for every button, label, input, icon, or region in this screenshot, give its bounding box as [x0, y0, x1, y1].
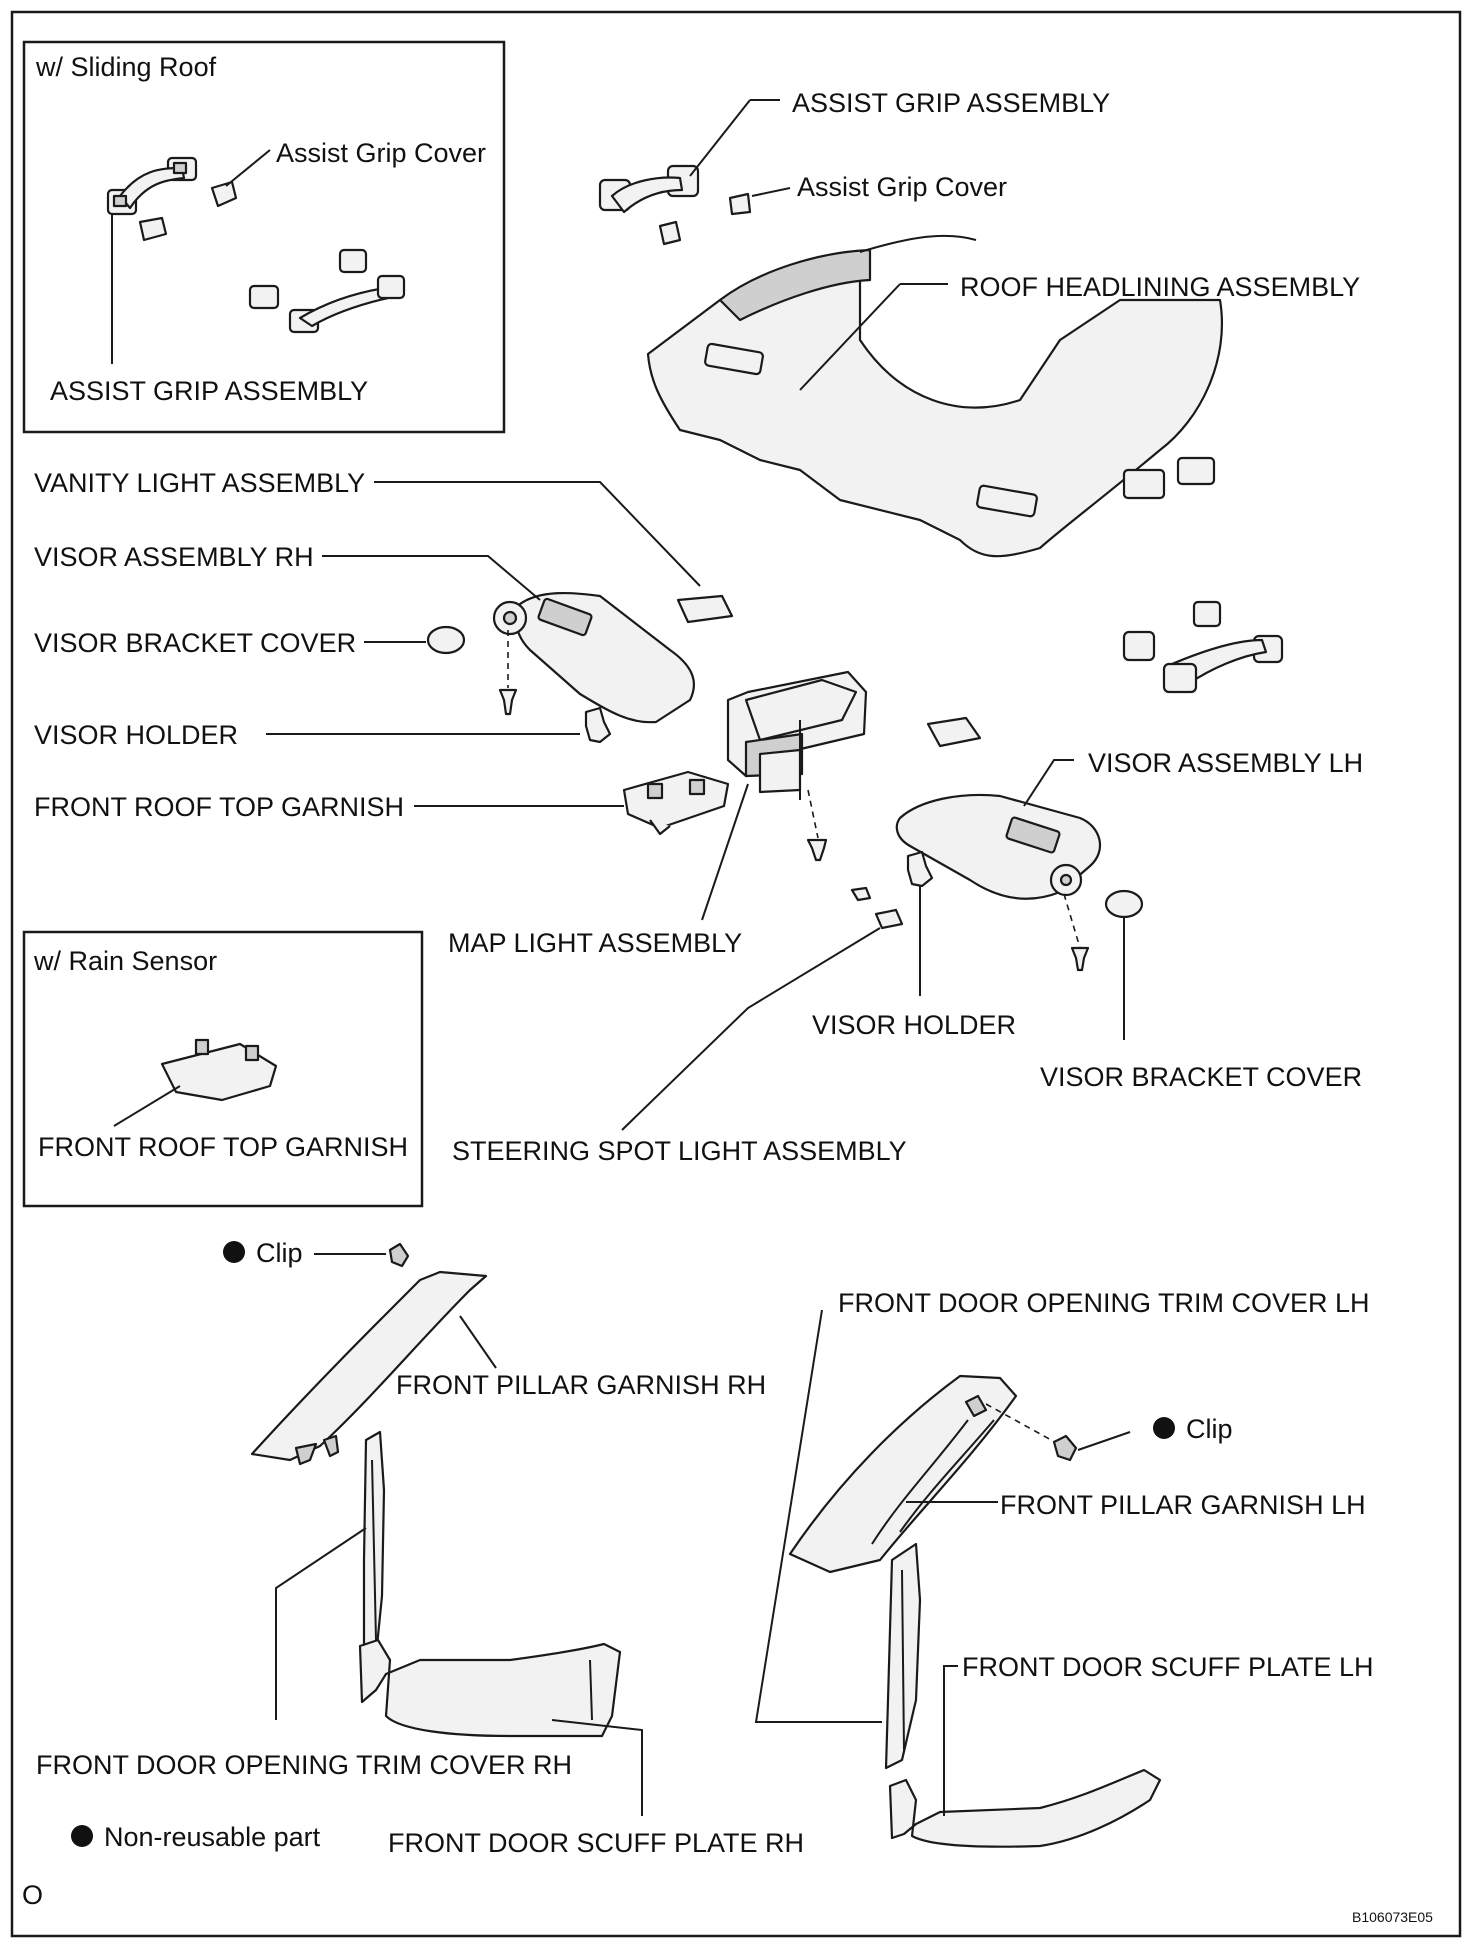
front-door-opening-trim-cover-rh-shape: [362, 1430, 386, 1662]
roof-headlining-shape: [646, 234, 1224, 558]
rain-sensor-title: w/ Rain Sensor: [33, 946, 217, 976]
sliding-roof-inset: w/ Sliding Roof Assist Grip Cover ASSIST…: [22, 40, 506, 434]
label-assist-grip-cover: Assist Grip Cover: [797, 172, 1007, 202]
front-pillar-garnish-lh-shape: [788, 1374, 1018, 1574]
grip-cover-icon: [210, 180, 238, 208]
assist-grip-top: [598, 164, 752, 246]
label-visor-bracket-cover-lh: VISOR BRACKET COVER: [1040, 1062, 1362, 1092]
visor-bracket-cover-icon: [426, 625, 466, 655]
front-door-scuff-plate-lh-shape: [888, 1768, 1162, 1848]
screw-icon: [498, 688, 518, 716]
page-frame: [10, 10, 1462, 1938]
label-front-pillar-garnish-rh: FRONT PILLAR GARNISH RH: [396, 1370, 766, 1400]
label-box-front-roof-top-garnish: FRONT ROOF TOP GARNISH: [38, 1132, 408, 1162]
label-vanity-light-assembly: VANITY LIGHT ASSEMBLY: [34, 468, 365, 498]
label-front-pillar-garnish-lh: FRONT PILLAR GARNISH LH: [1000, 1490, 1366, 1520]
label-steering-spot-light-assembly: STEERING SPOT LIGHT ASSEMBLY: [452, 1136, 907, 1166]
label-map-light-assembly: MAP LIGHT ASSEMBLY: [448, 928, 742, 958]
non-reusable-bullet: [223, 1241, 245, 1263]
sliding-roof-title: w/ Sliding Roof: [35, 52, 217, 82]
front-pillar-garnish-rh-shape: [250, 1270, 488, 1466]
label-front-door-scuff-plate-lh: FRONT DOOR SCUFF PLATE LH: [962, 1652, 1374, 1682]
label-clip-rh: Clip: [256, 1238, 303, 1268]
label-box-assist-grip-assembly: ASSIST GRIP ASSEMBLY: [50, 376, 368, 406]
label-visor-assembly-rh: VISOR ASSEMBLY RH: [34, 542, 314, 572]
non-reusable-bullet: [1153, 1417, 1175, 1439]
front-door-scuff-plate-rh-shape: [358, 1638, 622, 1738]
grip-cover-icon: [138, 216, 168, 242]
label-front-door-opening-trim-cover-rh: FRONT DOOR OPENING TRIM COVER RH: [36, 1750, 572, 1780]
figure-code: B106073E05: [1352, 1909, 1433, 1925]
small-light-icon: [926, 716, 982, 748]
label-front-door-opening-trim-cover-lh: FRONT DOOR OPENING TRIM COVER LH: [838, 1288, 1370, 1318]
screw-icon: [806, 838, 828, 862]
clip-icon: [388, 1242, 410, 1268]
map-light-shape: [726, 670, 868, 800]
visor-bracket-cover-icon: [1104, 889, 1144, 919]
label-clip-lh: Clip: [1186, 1414, 1233, 1444]
front-roof-top-garnish-shape: [622, 770, 730, 836]
vanity-light-icon: [676, 594, 734, 624]
label-box-assist-grip-cover: Assist Grip Cover: [276, 138, 486, 168]
label-front-door-scuff-plate-rh: FRONT DOOR SCUFF PLATE RH: [388, 1828, 804, 1858]
rain-sensor-inset: w/ Rain Sensor FRONT ROOF TOP GARNISH: [22, 930, 424, 1208]
visor-lh-shape: [895, 793, 1101, 900]
clip-icon: [1052, 1434, 1078, 1462]
visor-holder-icon: [906, 850, 934, 888]
non-reusable-bullet: [71, 1825, 93, 1847]
assist-grip-icon: [106, 156, 198, 216]
page-mark: O: [22, 1880, 43, 1910]
front-door-opening-trim-cover-lh-shape: [884, 1542, 922, 1770]
label-assist-grip-assembly: ASSIST GRIP ASSEMBLY: [792, 88, 1110, 118]
label-visor-holder-lh: VISOR HOLDER: [812, 1010, 1016, 1040]
label-visor-holder-rh: VISOR HOLDER: [34, 720, 238, 750]
steering-spot-light-shape: [850, 886, 904, 930]
assist-grip-right: [1122, 600, 1284, 694]
visor-holder-icon: [584, 706, 612, 744]
screw-icon: [1070, 946, 1090, 972]
legend-non-reusable-text: Non-reusable part: [104, 1822, 321, 1852]
label-roof-headlining-assembly: ROOF HEADLINING ASSEMBLY: [960, 272, 1360, 302]
visor-rh-shape: [492, 591, 695, 724]
assist-grip-icon: [248, 248, 406, 334]
label-front-roof-top-garnish: FRONT ROOF TOP GARNISH: [34, 792, 404, 822]
label-visor-assembly-lh: VISOR ASSEMBLY LH: [1088, 748, 1363, 778]
label-visor-bracket-cover-rh: VISOR BRACKET COVER: [34, 628, 356, 658]
